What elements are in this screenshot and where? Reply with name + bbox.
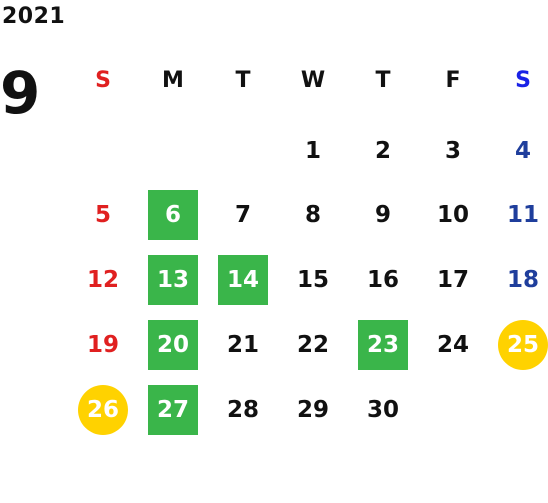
- day-18[interactable]: 18: [506, 267, 539, 293]
- day-5[interactable]: 5: [94, 202, 111, 228]
- day-28[interactable]: 28: [226, 397, 259, 423]
- day-10[interactable]: 10: [436, 202, 469, 228]
- day-19[interactable]: 19: [86, 332, 119, 358]
- day-3[interactable]: 3: [444, 138, 461, 164]
- calendar-year: 2021: [2, 4, 66, 29]
- day-13[interactable]: 13: [148, 255, 198, 305]
- day-11[interactable]: 11: [506, 202, 539, 228]
- day-9[interactable]: 9: [374, 202, 391, 228]
- weekday-header-sat: S: [515, 68, 531, 93]
- weekday-header-mon: M: [162, 68, 184, 93]
- day-8[interactable]: 8: [304, 202, 321, 228]
- weekday-header-thu: T: [375, 68, 391, 93]
- day-25[interactable]: 25: [498, 320, 548, 370]
- day-15[interactable]: 15: [296, 267, 329, 293]
- day-22[interactable]: 22: [296, 332, 329, 358]
- day-2[interactable]: 2: [374, 138, 391, 164]
- weekday-header-wed: W: [300, 68, 326, 93]
- day-1[interactable]: 1: [304, 138, 321, 164]
- day-7[interactable]: 7: [234, 202, 251, 228]
- day-14[interactable]: 14: [218, 255, 268, 305]
- calendar-month: 9: [0, 59, 41, 127]
- day-6[interactable]: 6: [148, 190, 198, 240]
- weekday-header-tue: T: [235, 68, 251, 93]
- day-16[interactable]: 16: [366, 267, 399, 293]
- day-24[interactable]: 24: [436, 332, 469, 358]
- day-4[interactable]: 4: [514, 138, 531, 164]
- weekday-header-fri: F: [445, 68, 461, 93]
- day-26[interactable]: 26: [78, 385, 128, 435]
- day-20[interactable]: 20: [148, 320, 198, 370]
- day-12[interactable]: 12: [86, 267, 119, 293]
- day-21[interactable]: 21: [226, 332, 259, 358]
- day-23[interactable]: 23: [358, 320, 408, 370]
- weekday-header-sun: S: [95, 68, 111, 93]
- day-30[interactable]: 30: [366, 397, 399, 423]
- day-17[interactable]: 17: [436, 267, 469, 293]
- day-29[interactable]: 29: [296, 397, 329, 423]
- day-27[interactable]: 27: [148, 385, 198, 435]
